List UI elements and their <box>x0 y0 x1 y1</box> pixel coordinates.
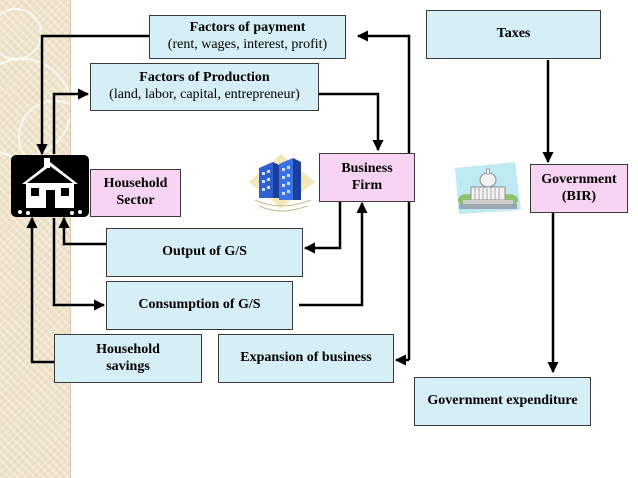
household-savings-line1: Household <box>96 341 160 357</box>
household-sector-box: Household Sector <box>90 169 181 217</box>
arrow-savings-to-household <box>26 216 54 364</box>
government-line1: Government <box>541 171 617 187</box>
factors-of-production-subtitle: (land, labor, capital, entrepreneur) <box>109 87 300 102</box>
business-firm-line2: Firm <box>351 177 383 193</box>
household-savings-box: Household savings <box>54 334 202 383</box>
arrow-consumption-to-firm <box>299 201 368 307</box>
taxes-label: Taxes <box>496 26 531 42</box>
arrow-to-payment <box>356 30 411 360</box>
factors-of-production-title: Factors of Production <box>139 70 270 86</box>
taxes-box: Taxes <box>426 10 601 59</box>
factors-of-production-box: Factors of Production (land, labor, capi… <box>90 63 319 111</box>
arrow-production-to-firm <box>319 92 384 152</box>
strip-divider <box>70 0 71 478</box>
arrow-output-to-household <box>58 216 106 246</box>
arrow-payment-to-household <box>36 34 149 156</box>
government-expenditure-label: Government expenditure <box>427 393 578 409</box>
decorative-side-strip <box>0 0 92 478</box>
arrow-household-to-production <box>52 88 90 154</box>
government-box: Government (BIR) <box>530 164 628 213</box>
government-line2: (BIR) <box>561 188 597 204</box>
factors-of-payment-box: Factors of payment (rent, wages, interes… <box>149 15 346 59</box>
factors-of-payment-title: Factors of payment <box>189 20 306 36</box>
factors-of-payment-subtitle: (rent, wages, interest, profit) <box>167 37 328 52</box>
office-buildings-icon <box>249 154 315 212</box>
household-sector-line2: Sector <box>116 193 155 208</box>
expansion-of-business-box: Expansion of business <box>218 334 394 383</box>
government-expenditure-box: Government expenditure <box>414 377 591 426</box>
arrow-household-to-consumption <box>52 218 106 311</box>
consumption-box: Consumption of G/S <box>106 281 293 330</box>
output-label: Output of G/S <box>162 244 247 260</box>
output-box: Output of G/S <box>106 228 303 277</box>
business-firm-box: Business Firm <box>319 153 415 202</box>
household-savings-line2: savings <box>106 358 150 374</box>
decorative-circle <box>0 8 42 60</box>
house-icon <box>11 155 89 217</box>
capitol-building-icon <box>455 162 521 214</box>
business-firm-line1: Business <box>341 160 393 176</box>
consumption-label: Consumption of G/S <box>138 297 261 313</box>
expansion-of-business-label: Expansion of business <box>240 350 372 366</box>
arrow-firm-to-output <box>303 202 342 254</box>
household-sector-line1: Household <box>103 176 168 192</box>
